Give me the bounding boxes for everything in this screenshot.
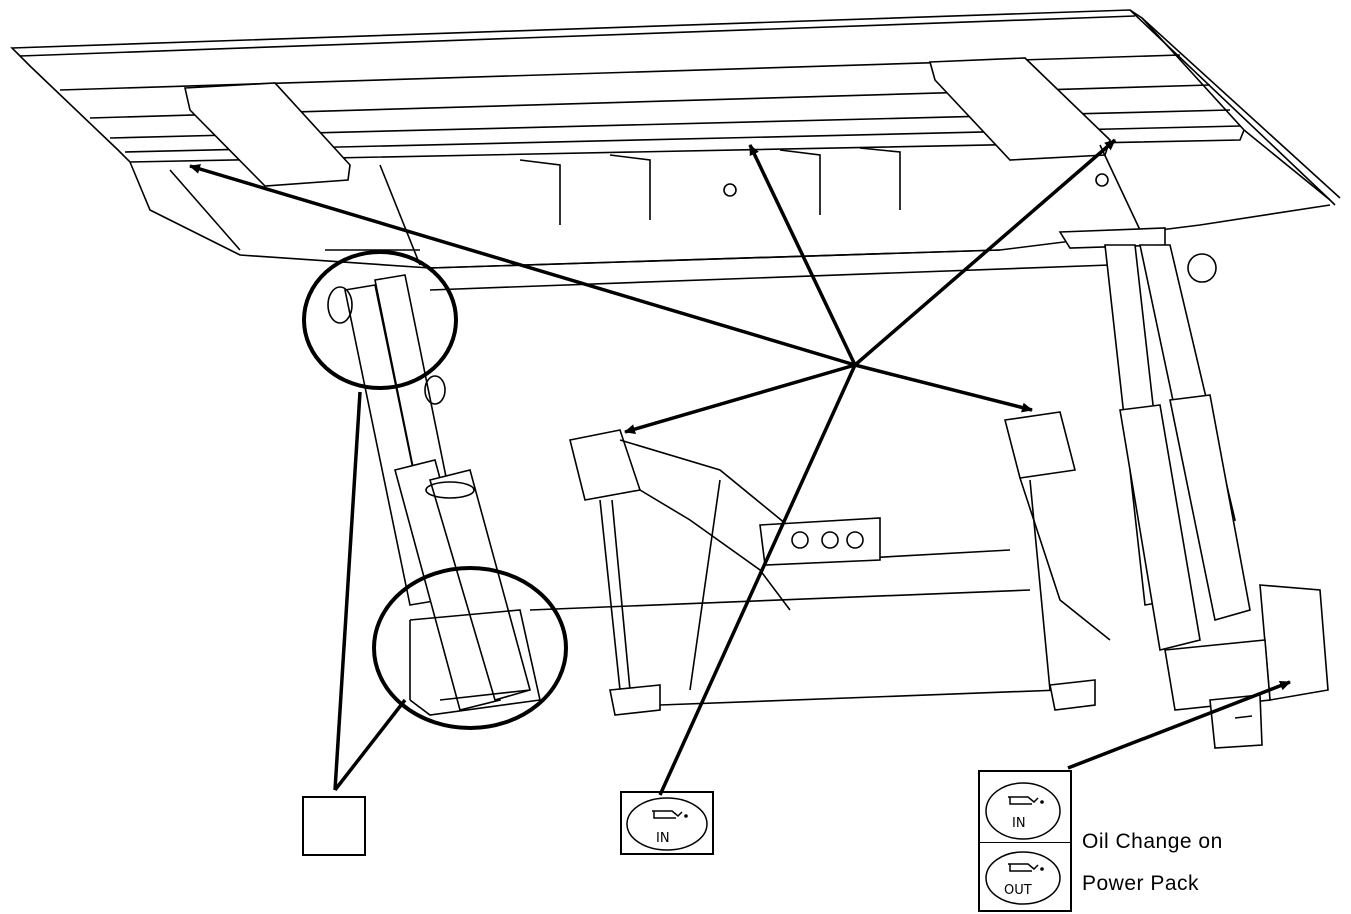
lower-grease-circle	[372, 566, 568, 730]
callout-lines	[189, 138, 1291, 796]
oil-fill-legend-box	[620, 791, 714, 855]
power-pack-legend-box	[978, 770, 1072, 912]
arrow-to-right-deck-pivot	[853, 138, 1117, 367]
oil-fill-icon: IN	[985, 782, 1061, 840]
right-lift-cylinders	[1004, 227, 1329, 749]
grease-point-legend-box	[302, 796, 366, 856]
upper-grease-circle	[302, 250, 458, 390]
arrow-to-left-deck-pivot	[189, 164, 856, 367]
arrow-to-left-frame-pivot	[624, 363, 856, 435]
arrow-to-power-pack	[1067, 680, 1291, 770]
power-pack-note-line2: Power Pack	[1082, 872, 1200, 895]
base-frame	[529, 429, 1061, 716]
power-pack-divider	[978, 842, 1072, 843]
power-pack-in-label: IN	[1012, 816, 1026, 831]
power-pack-note-line1: Oil Change on	[1082, 830, 1223, 853]
left-lift-cylinders	[325, 249, 541, 716]
oil-fill-icon: IN	[626, 797, 708, 851]
power-pack-out-label: OUT	[1004, 883, 1032, 898]
platform-deck	[10, 9, 1341, 291]
grease-point-circles	[302, 250, 568, 730]
arrow-to-right-frame-pivot	[854, 363, 1033, 413]
arrow-to-center-deck-pivot	[748, 144, 857, 366]
oil-drain-icon: OUT	[985, 851, 1061, 905]
oil-fill-icon-label: IN	[656, 831, 670, 846]
